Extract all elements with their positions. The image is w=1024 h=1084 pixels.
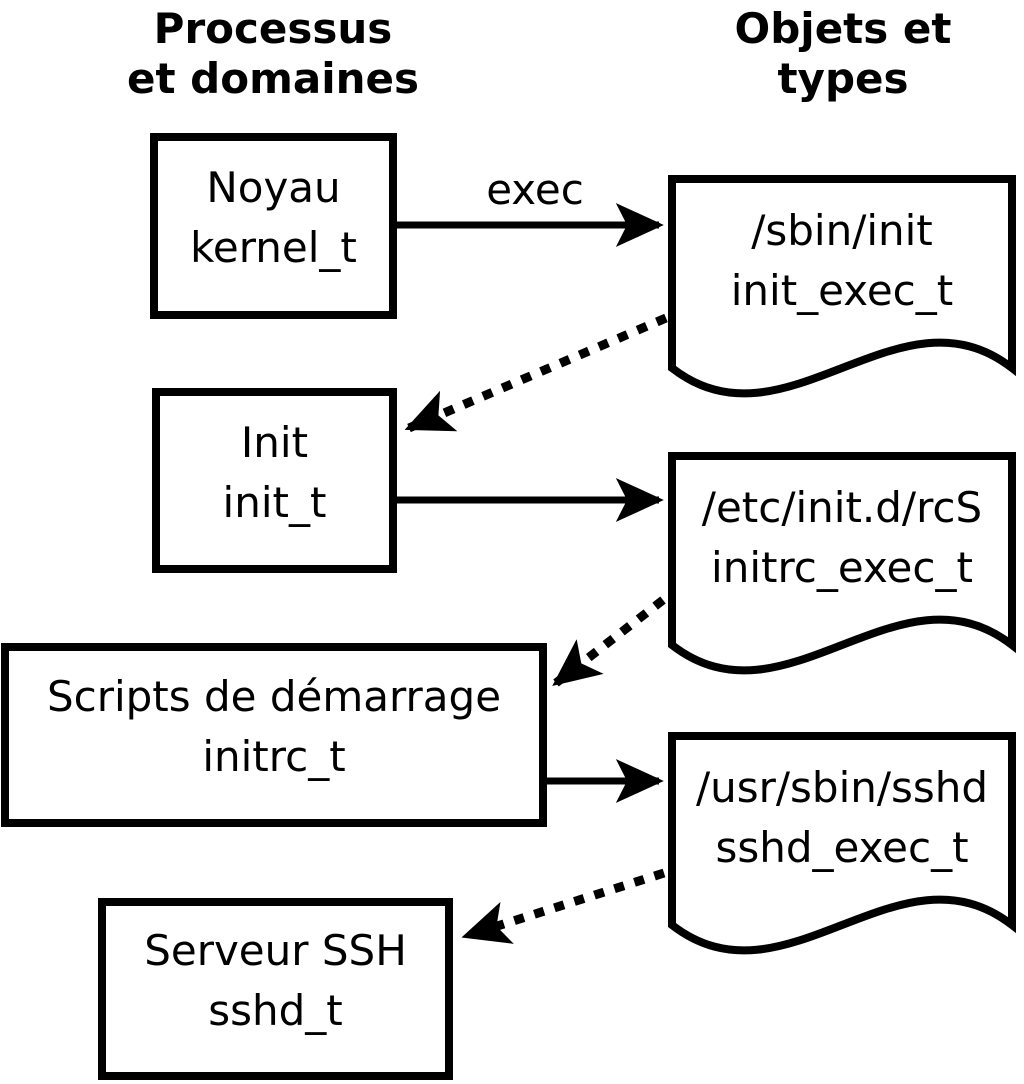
- object-doc-init-label: /sbin/init init_exec_t: [668, 177, 1016, 345]
- file-path: /sbin/init: [751, 206, 933, 255]
- domain-type: initrc_t: [202, 732, 346, 781]
- process-name: Scripts de démarrage: [46, 672, 502, 721]
- process-name: Serveur SSH: [144, 926, 407, 975]
- file-path: /usr/sbin/sshd: [695, 763, 989, 812]
- column-header-processes-line2: et domaines: [127, 54, 419, 103]
- document-shape-initrc: [668, 452, 1016, 675]
- domain-type: init_t: [222, 477, 327, 527]
- process-name: Init: [240, 417, 309, 467]
- column-header-objects-line1: Objets et: [734, 4, 952, 53]
- document-shape-sshd: [668, 732, 1016, 955]
- document-shape-init: [668, 175, 1016, 398]
- file-type: init_exec_t: [730, 266, 954, 315]
- process-box-init: Init init_t: [152, 388, 397, 573]
- object-doc-sshd-label: /usr/sbin/sshd sshd_exec_t: [668, 734, 1016, 902]
- column-header-objects: Objets et types: [618, 4, 1024, 104]
- object-doc-initrc-label: /etc/init.d/rcS initrc_exec_t: [668, 454, 1016, 622]
- process-box-sshd: Serveur SSH sshd_t: [98, 898, 453, 1080]
- column-header-objects-line2: types: [777, 54, 909, 103]
- file-path: /etc/init.d/rcS: [701, 483, 983, 532]
- domain-type: kernel_t: [190, 223, 357, 272]
- process-box-initrc: Scripts de démarrage initrc_t: [1, 643, 547, 827]
- process-box-kernel: Noyau kernel_t: [150, 133, 397, 319]
- exec-arrow-label: exec: [486, 165, 584, 214]
- transition-arrow-to-init-t: [404, 313, 668, 433]
- domain-type: sshd_t: [208, 986, 343, 1035]
- file-type: sshd_exec_t: [715, 823, 969, 872]
- transition-arrow-to-sshd-t: [461, 868, 666, 944]
- column-header-processes-line1: Processus: [153, 4, 393, 53]
- process-name: Noyau: [206, 163, 341, 212]
- file-type: initrc_exec_t: [711, 543, 973, 592]
- column-header-processes: Processus et domaines: [48, 4, 498, 104]
- transition-arrow-to-initrc-t: [552, 596, 666, 687]
